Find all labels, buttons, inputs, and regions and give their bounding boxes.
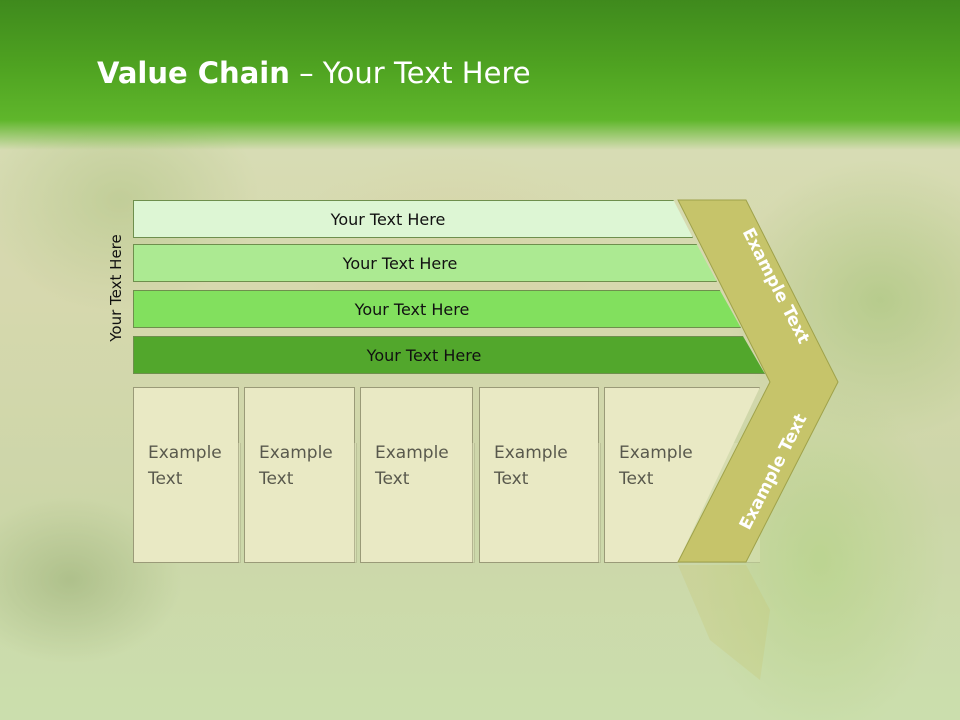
box-4[interactable]: Example Text [479,387,599,563]
title-rest: – Your Text Here [289,56,531,90]
slide-title[interactable]: Value Chain – Your Text Here [97,56,531,90]
box-1[interactable]: Example Text [133,387,239,563]
bar-3-label: Your Text Here [354,299,470,319]
box-2[interactable]: Example Text [244,387,355,563]
title-bold: Value Chain [97,56,290,90]
vertical-label[interactable]: Your Text Here [107,234,125,342]
bar-1-label: Your Text Here [330,209,446,229]
box-1-label: Example Text [148,440,228,492]
box-4-label: Example Text [494,440,574,492]
header-band [0,0,960,150]
bar-1[interactable]: Your Text Here [133,200,693,238]
bar-4[interactable]: Your Text Here [133,336,765,374]
box-2-label: Example Text [259,440,339,492]
bar-4-label: Your Text Here [366,345,482,365]
box-3[interactable]: Example Text [360,387,473,563]
box-5-label: Example Text [619,440,699,492]
box-3-label: Example Text [375,440,455,492]
reflection [133,443,760,563]
bar-2-label: Your Text Here [342,253,458,273]
bar-2[interactable]: Your Text Here [133,244,717,282]
bar-3[interactable]: Your Text Here [133,290,741,328]
